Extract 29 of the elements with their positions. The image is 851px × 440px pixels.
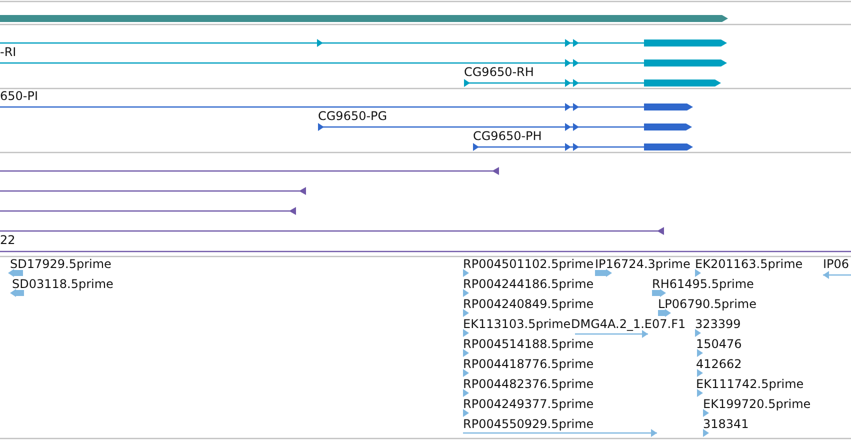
feature-label: RP004244186.5prime xyxy=(463,277,594,291)
feature-label: EK111742.5prime xyxy=(696,377,804,391)
feature-label: IP06 xyxy=(823,257,850,271)
feature-label: 150476 xyxy=(696,337,742,351)
feature-label: RP004249377.5prime xyxy=(463,397,594,411)
feature-label: SD03118.5prime xyxy=(12,277,114,291)
feature-label: LP06790.5prime xyxy=(658,297,757,311)
feature-label: 650-PI xyxy=(0,89,38,103)
feature-label: EK199720.5prime xyxy=(703,397,811,411)
feature-label: -RI xyxy=(0,45,16,59)
feature-label: CG9650-PH xyxy=(473,129,542,143)
feature-label: SD17929.5prime xyxy=(10,257,112,271)
feature-label: DMG4A.2_1.E07.F1 xyxy=(571,317,686,331)
feature-label: 22 xyxy=(0,233,16,247)
feature-label: 323399 xyxy=(695,317,741,331)
feature-label: RH61495.5prime xyxy=(652,277,754,291)
feature-label: RP004514188.5prime xyxy=(463,337,594,351)
feature-label: CG9650-RH xyxy=(464,65,534,79)
feature-label: 412662 xyxy=(696,357,742,371)
feature-label: IP16724.3prime xyxy=(595,257,690,271)
feature-label: 318341 xyxy=(703,417,749,431)
feature-label: RP004550929.5prime xyxy=(463,417,594,431)
feature-label: RP004501102.5prime xyxy=(463,257,594,271)
feature-label: RP004240849.5prime xyxy=(463,297,594,311)
feature-label: RP004418776.5prime xyxy=(463,357,594,371)
feature-label: EK113103.5prime xyxy=(463,317,571,331)
feature-label: EK201163.5prime xyxy=(695,257,803,271)
feature-label: CG9650-PG xyxy=(318,109,388,123)
feature-label: RP004482376.5prime xyxy=(463,377,594,391)
